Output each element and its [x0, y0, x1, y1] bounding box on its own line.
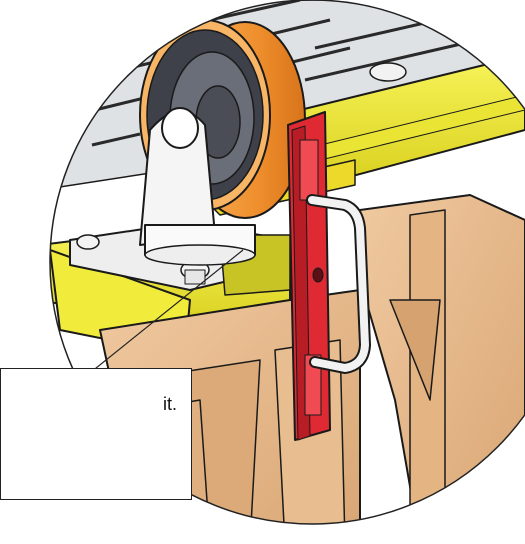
red-handle-bracket-icon — [287, 111, 371, 441]
hex-bolt-icon — [76, 234, 100, 250]
callout-box — [0, 368, 192, 500]
caster-fork — [139, 107, 256, 266]
callout-text: it. — [163, 394, 178, 414]
hex-bolt-icon — [369, 62, 407, 82]
detail-circle-border — [49, 0, 525, 525]
